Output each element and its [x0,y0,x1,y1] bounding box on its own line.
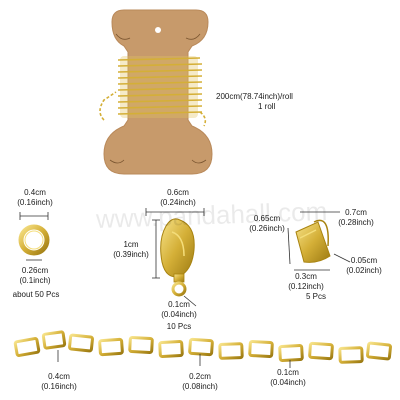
bail-height-cm: 0.65cm [253,214,281,223]
chain-link-inch: (0.04inch) [270,378,306,387]
chain-width-dim: 0.4cm (0.16inch) [34,372,84,392]
chain-link-cm: 0.1cm [277,368,299,377]
bail-qty: 5 Pcs [305,292,326,301]
chain-card [103,9,213,175]
jump-ring-outer-cm: 0.4cm [24,188,46,197]
lobster-clasp [145,208,205,307]
clasp-width-dim: 0.6cm (0.24inch) [150,188,206,208]
bail-width-cm: 0.3cm [295,272,317,281]
clasp-ring-inch: (0.04inch) [161,310,197,319]
bail-height-inch: (0.26inch) [249,224,285,233]
jump-ring-inner-dim: 0.26cm (0.1inch) [12,266,58,286]
chain-roll-length: 200cm(78.74inch)/roll [216,92,293,101]
box-chain-detail [13,330,392,364]
chain-roll-label: 200cm(78.74inch)/roll 1 roll [216,92,293,112]
chain-width-inch: (0.16inch) [41,382,77,391]
snap-bail [287,211,351,271]
clasp-ring-dim: 0.1cm (0.04inch) [154,300,204,320]
jump-ring-inner-inch: (0.1inch) [19,276,51,285]
jump-ring-outer-inch: (0.16inch) [17,198,53,207]
bail-top-dim: 0.7cm (0.28inch) [330,208,382,228]
jump-ring [18,212,50,261]
jump-ring-qty: about 50 Pcs [12,290,60,299]
clasp-length-dim: 1cm (0.39inch) [108,240,154,260]
bail-thick-inch: (0.02inch) [346,266,382,275]
jump-ring-inner-cm: 0.26cm [21,266,49,275]
chain-wire-cm: 0.2cm [189,372,211,381]
clasp-width-inch: (0.24inch) [160,198,196,207]
bail-thick-dim: 0.05cm (0.02inch) [338,256,390,276]
chain-link-dim: 0.1cm (0.04inch) [262,368,314,388]
card-hang-hole [155,27,161,33]
chain-width-cm: 0.4cm [48,372,70,381]
bail-top-cm: 0.7cm [345,208,367,217]
clasp-length-inch: (0.39inch) [113,250,149,259]
clasp-qty: 10 Pcs [166,322,192,331]
bail-width-inch: (0.12inch) [288,282,324,291]
chain-roll [99,56,207,127]
chain-wire-inch: (0.08inch) [182,382,218,391]
bail-thick-cm: 0.05cm [350,256,378,265]
bail-top-inch: (0.28inch) [338,218,374,227]
chain-wire-dim: 0.2cm (0.08inch) [174,372,226,392]
chain-roll-qty: 1 roll [258,102,276,111]
jump-ring-outer-dim: 0.4cm (0.16inch) [12,188,58,208]
clasp-length-cm: 1cm [123,240,139,249]
clasp-width-cm: 0.6cm [167,188,189,197]
bail-height-dim: 0.65cm (0.26inch) [242,214,292,234]
clasp-ring-cm: 0.1cm [168,300,190,309]
bail-width-dim: 0.3cm (0.12inch) [280,272,332,292]
